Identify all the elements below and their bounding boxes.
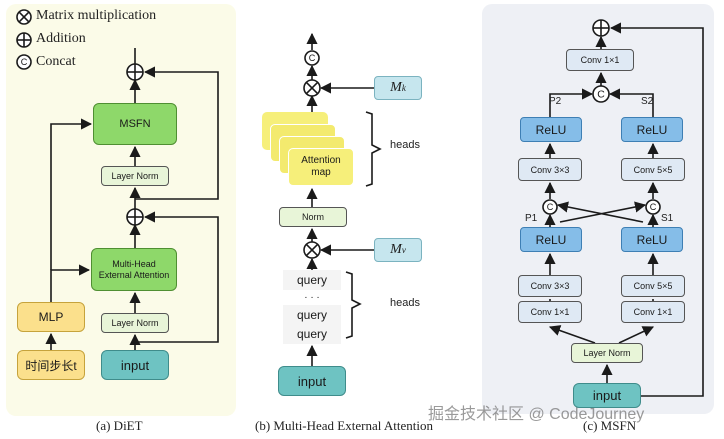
mhea-norm-box: Norm [279,207,347,227]
mhea-label-line2: External Attention [98,269,170,280]
heads-label-top: heads [390,139,420,151]
a-mlp-to-msfn [50,118,93,270]
label-p1: P1 [525,213,538,224]
mv-base: M [390,242,402,257]
c-cross-r [556,201,644,223]
svg-text:C: C [309,53,316,63]
label-s2: S2 [641,96,654,107]
c-ln-to-left [548,325,596,344]
svg-text:C: C [547,202,554,212]
conv5x5-top: Conv 5×5 [621,158,685,181]
watermark-text: 掘金技术社区 @ CodeJourney [428,406,645,423]
mv-subscript: v [401,245,406,255]
msfn-input-box: input [573,383,641,408]
diet-input-box: input [101,350,169,380]
a-input-residual [135,211,219,343]
relu-s1: ReLU [621,227,683,252]
diet-timestep-box: 时间步长t [17,350,85,380]
conv5x5-bottom: Conv 5×5 [621,275,685,297]
relu-p1: ReLU [520,227,582,252]
heads-label-bottom: heads [390,297,420,309]
caption-diet: (a) DiET [96,418,143,433]
query-box-1: query [283,270,341,290]
conv1x1-left: Conv 1×1 [518,301,582,323]
b-times-bottom [303,241,321,259]
legend-plus-icon [16,32,32,48]
msfn-conv1x1-top: Conv 1×1 [566,49,634,71]
conv3x3-top: Conv 3×3 [518,158,582,181]
diet-multi-head-external-attention: Multi-Head External Attention [91,248,177,291]
c-relu-p2-to-concat [549,88,594,117]
legend-addition: Addition [36,31,86,46]
diet-layer-norm-top: Layer Norm [101,166,169,186]
c-relu-s2-to-concat [608,88,654,117]
c-input-residual [609,22,704,397]
legend-matrix-multiplication: Matrix multiplication [36,8,157,23]
svg-text:C: C [597,90,605,101]
mhea-input-box: input [278,366,346,396]
conv3x3-bottom: Conv 3×3 [518,275,582,297]
diet-msfn-box: MSFN [93,103,177,145]
conv1x1-right: Conv 1×1 [621,301,685,323]
diet-layer-norm-bottom: Layer Norm [101,313,169,333]
a-plus-residual [135,66,219,200]
mk-subscript: k [401,83,406,93]
label-p2: P2 [549,96,562,107]
label-s1: S1 [661,213,674,224]
svg-text:C: C [21,57,28,67]
b-concat: C [304,50,320,66]
relu-s2: ReLU [621,117,683,142]
b-times-top [303,79,321,97]
legend-times-icon [16,9,32,25]
svg-text:C: C [650,202,657,212]
c-concat-left: C [542,199,558,215]
query-box-2: query [283,305,341,325]
attention-map-box: Attention map [288,148,354,186]
c-plus-top [592,19,610,37]
caption-msfn: (c) MSFN [583,418,637,433]
attention-map-line1: Attention [301,155,341,166]
caption-mhea: (b) Multi-Head External Attention [255,418,433,433]
relu-p2: ReLU [520,117,582,142]
legend-concat-icon: C [16,54,32,70]
b-brace-bottom [345,271,362,339]
b-brace-top [365,111,382,187]
mhea-label-line1: Multi-Head [112,258,156,269]
attention-map-line2: map [311,167,331,178]
diet-mlp-box: MLP [17,302,85,332]
query-box-3: query [283,324,341,344]
a-plus-bottom [126,208,144,226]
mk-base: M [390,80,402,95]
a-plus-top [126,63,144,81]
c-ln-to-right [618,326,655,344]
msfn-layer-norm: Layer Norm [571,343,643,363]
c-concat-right: C [645,199,661,215]
legend-concat: Concat [36,54,76,69]
c-concat-top: C [592,85,610,103]
query-dots: · · · [304,291,320,303]
